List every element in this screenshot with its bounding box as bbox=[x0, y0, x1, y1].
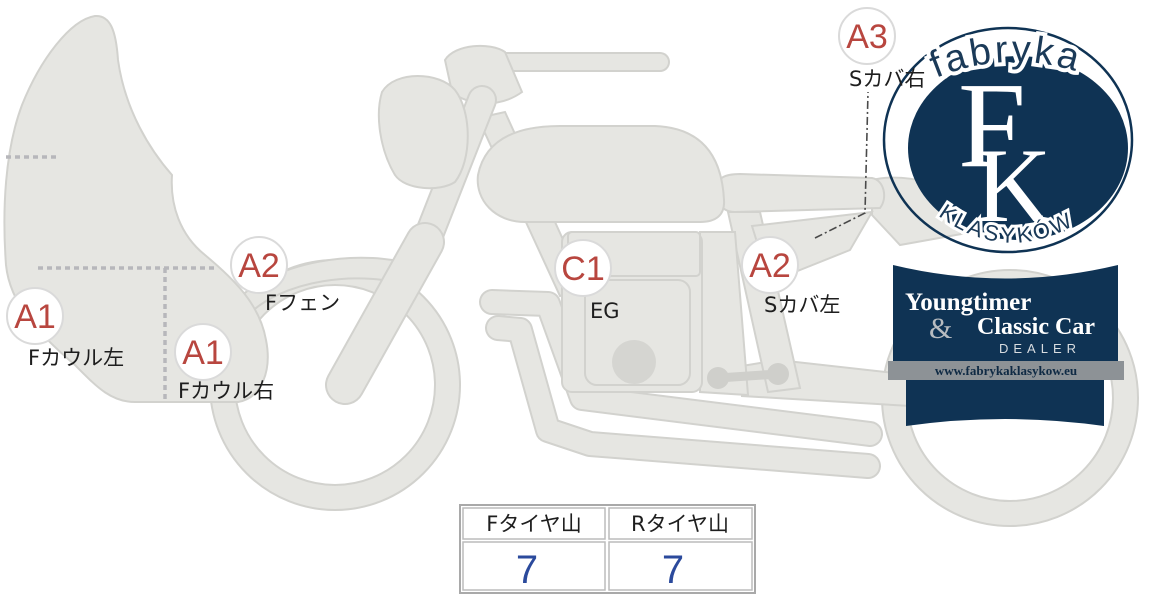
fork-lower bbox=[327, 224, 443, 403]
part-label: Fフェン bbox=[265, 291, 340, 315]
front-cowl bbox=[3, 14, 269, 403]
front-tread-value: 7 bbox=[516, 548, 538, 592]
banner-line1: Youngtimer bbox=[905, 289, 1031, 316]
grade-code: A1 bbox=[182, 334, 224, 372]
leader-line-s-cover-right bbox=[814, 91, 869, 239]
logo-banner: Youngtimer & Classic Car DEALER www.fabr… bbox=[888, 265, 1124, 426]
badge-circle bbox=[6, 287, 64, 345]
fuel-tank bbox=[476, 125, 726, 223]
banner-upper bbox=[893, 265, 1118, 362]
banner-ampersand: & bbox=[929, 312, 952, 345]
banner-line2: Classic Car bbox=[977, 314, 1095, 340]
footpeg-end-right bbox=[767, 363, 789, 385]
mark-s-cover-right: A3 Sカバ右 bbox=[838, 7, 925, 91]
crankcase bbox=[584, 279, 691, 386]
mark-engine: C1 EG bbox=[554, 239, 620, 323]
front-tread-header: Fタイヤ山 bbox=[486, 512, 581, 536]
grade-code: A3 bbox=[846, 18, 888, 56]
seat bbox=[714, 172, 886, 214]
part-label: Sカバ左 bbox=[764, 293, 840, 317]
mark-f-cowl-right: A1 Fカウル右 bbox=[174, 323, 274, 403]
header-cell-front bbox=[462, 507, 606, 540]
badge-circle bbox=[741, 236, 799, 294]
badge-circle bbox=[554, 239, 612, 297]
part-label: Fカウル右 bbox=[178, 379, 274, 403]
logo-navy-disc bbox=[908, 56, 1128, 240]
table-frame bbox=[459, 504, 756, 594]
grade-code: A2 bbox=[749, 247, 791, 285]
rear-tread-value: 7 bbox=[662, 548, 684, 592]
dealer-logo: fabryka F K KLASYKÓW Youngtimer & Classi… bbox=[882, 25, 1134, 426]
banner-lower bbox=[906, 380, 1104, 426]
grade-marks: A3 Sカバ右 A2 Fフェン C1 EG A2 Sカバ左 A1 Fカウル左 A… bbox=[6, 7, 925, 403]
mark-f-cowl-left: A1 Fカウル左 bbox=[6, 287, 124, 370]
part-label: Sカバ右 bbox=[849, 67, 925, 91]
badge-circle bbox=[174, 323, 232, 381]
logo-outer-ring bbox=[882, 26, 1134, 254]
part-label: EG bbox=[590, 299, 620, 323]
grade-code: C1 bbox=[561, 250, 604, 288]
grade-code: A1 bbox=[14, 298, 56, 336]
handlebar bbox=[443, 44, 670, 105]
badge-circle bbox=[230, 236, 288, 294]
exhaust-pipe-lower bbox=[487, 317, 879, 477]
mark-f-fender: A2 Fフェン bbox=[230, 236, 340, 315]
grade-code: A2 bbox=[238, 247, 280, 285]
cowl-section-lines bbox=[6, 155, 218, 400]
badge-circle bbox=[838, 7, 896, 65]
value-cell-front bbox=[462, 541, 606, 591]
tire-tread-table: Fタイヤ山 Rタイヤ山 7 7 bbox=[459, 504, 756, 594]
motorcycle-silhouette bbox=[3, 14, 1139, 527]
headlamp bbox=[377, 75, 469, 190]
mark-s-cover-left: A2 Sカバ左 bbox=[741, 236, 840, 317]
footpeg-end-left bbox=[707, 367, 729, 389]
logo-monogram-k: K bbox=[975, 127, 1052, 244]
value-cell-rear bbox=[608, 541, 753, 591]
logo-monogram-f: F bbox=[958, 58, 1026, 193]
part-label: Fカウル左 bbox=[28, 346, 124, 370]
banner-url: www.fabrykaklasykow.eu bbox=[935, 363, 1077, 378]
top-clamp bbox=[443, 44, 524, 105]
rear-tread-header: Rタイヤ山 bbox=[631, 512, 729, 536]
header-cell-rear bbox=[608, 507, 753, 540]
banner-url-strip bbox=[888, 361, 1124, 380]
engine-cover-hub bbox=[612, 340, 656, 384]
banner-line3: DEALER bbox=[999, 341, 1081, 356]
footpeg bbox=[707, 363, 789, 389]
